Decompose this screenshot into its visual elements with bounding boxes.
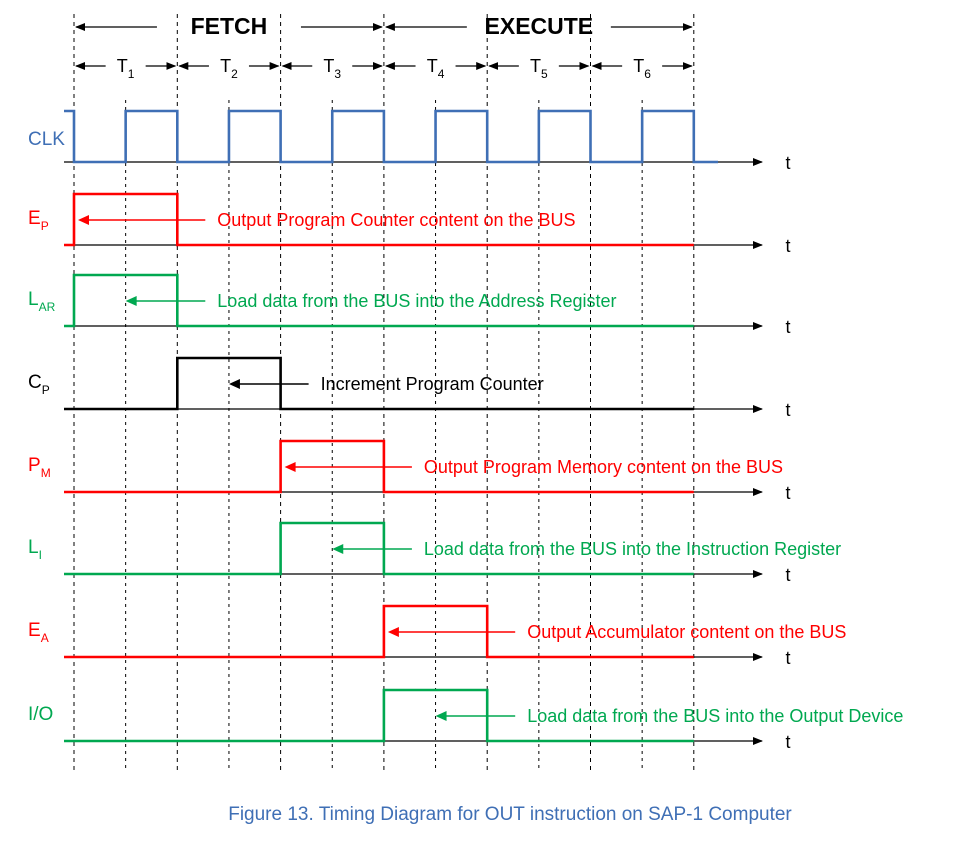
annotation-li: Load data from the BUS into the Instruct… bbox=[424, 539, 841, 559]
tstate-label-1: T1 bbox=[117, 56, 135, 81]
signal-waveform-pm bbox=[64, 439, 694, 494]
time-axis-label: t bbox=[785, 565, 790, 585]
execute-phase-label: EXECUTE bbox=[485, 13, 594, 39]
signal-waveform-li bbox=[64, 521, 694, 576]
signal-label-ep: EP bbox=[28, 208, 49, 233]
signal-waveform-lar bbox=[64, 273, 694, 328]
annotation-arrow-head bbox=[125, 296, 137, 306]
tstate-label-2: T2 bbox=[220, 56, 238, 81]
annotation-lar: Load data from the BUS into the Address … bbox=[217, 291, 616, 311]
annotation-io: Load data from the BUS into the Output D… bbox=[527, 706, 903, 726]
tstate-label-5: T5 bbox=[530, 56, 548, 81]
signal-row-io: t I/O Load data from the BUS into the Outp… bbox=[28, 688, 903, 752]
signal-row-cp: t CP Increment Program Counter bbox=[28, 356, 791, 420]
signal-label-li: LI bbox=[28, 537, 42, 562]
signal-waveform-io bbox=[64, 688, 694, 743]
time-axis-label: t bbox=[785, 648, 790, 668]
signal-row-pm: t PM Output Program Memory content on the … bbox=[28, 439, 791, 503]
annotation-arrow-head bbox=[284, 462, 296, 472]
annotation-arrow-head bbox=[78, 215, 89, 225]
signal-label-io: I/O bbox=[28, 704, 53, 725]
time-axis-label: t bbox=[785, 483, 790, 503]
tstate-label-4: T4 bbox=[427, 56, 445, 81]
time-axis-label: t bbox=[785, 236, 790, 256]
annotation-arrow-head bbox=[332, 544, 344, 554]
annotation-arrow-head bbox=[387, 627, 399, 637]
signal-label-lar: LAR bbox=[28, 289, 56, 314]
signal-label-ea: EA bbox=[28, 620, 49, 645]
fetch-phase-label: FETCH bbox=[191, 13, 268, 39]
signal-label-pm: PM bbox=[28, 455, 51, 480]
annotation-pm: Output Program Memory content on the BUS bbox=[424, 457, 783, 477]
annotation-ep: Output Program Counter content on the BU… bbox=[217, 210, 575, 230]
tstate-label-3: T3 bbox=[323, 56, 341, 81]
signal-waveform-ep bbox=[64, 192, 694, 247]
time-axis-label: t bbox=[785, 317, 790, 337]
time-axis-label: t bbox=[785, 153, 790, 173]
tstate-label-6: T6 bbox=[633, 56, 651, 81]
signal-waveform-ea bbox=[64, 604, 694, 659]
signal-row-ea: t EA Output Accumulator content on the BUS bbox=[28, 604, 846, 668]
annotation-arrow-head bbox=[228, 379, 240, 389]
figure-caption: Figure 13. Timing Diagram for OUT instru… bbox=[228, 804, 792, 825]
annotation-arrow-head bbox=[435, 711, 447, 721]
signal-row-lar: t LAR Load data from the BUS into the Addr… bbox=[28, 273, 791, 337]
signal-row-li: t LI Load data from the BUS into the Instr… bbox=[28, 521, 841, 585]
annotation-cp: Increment Program Counter bbox=[321, 374, 544, 394]
signal-row-ep: t EP Output Program Counter content on the… bbox=[28, 192, 791, 256]
clock-waveform bbox=[64, 109, 718, 164]
signal-row-clk: t CLK bbox=[28, 109, 791, 173]
phase-header: FETCH EXECUTE T1 T2 T3 T4 T5 T6 bbox=[75, 13, 693, 81]
annotation-ea: Output Accumulator content on the BUS bbox=[527, 622, 846, 642]
signal-label-clk: CLK bbox=[28, 129, 65, 150]
signal-waveform-cp bbox=[64, 356, 694, 411]
time-axis-label: t bbox=[785, 400, 790, 420]
signal-label-cp: CP bbox=[28, 372, 50, 397]
time-axis-label: t bbox=[785, 732, 790, 752]
